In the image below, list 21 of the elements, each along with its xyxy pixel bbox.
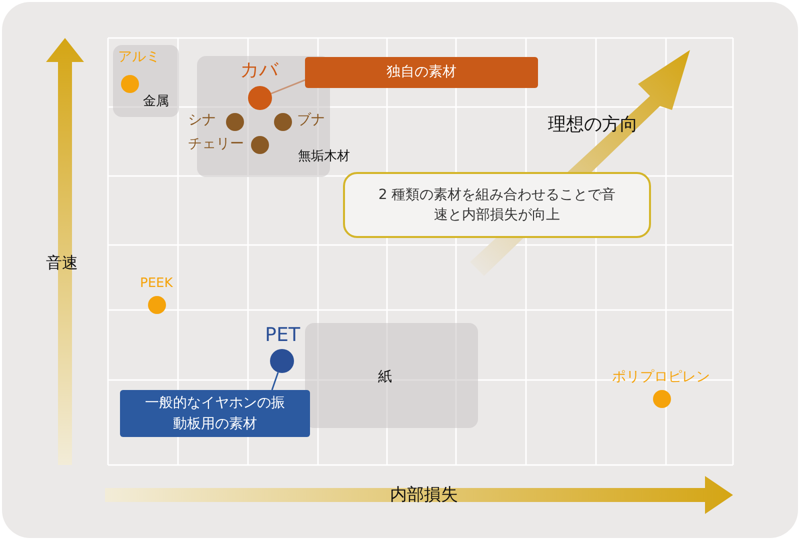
point-label: アルミ [118,50,160,66]
axis-label: 理想の方向 [548,113,638,136]
region-label: 金属 [143,93,169,110]
region-label: 無垢木材 [298,148,350,165]
point-label: シナ [188,113,216,128]
point-label: ブナ [297,113,325,128]
callout-box: 一般的なイヤホンの振動板用の素材 [120,390,310,437]
point-label: カバ [240,60,278,81]
point-label: PET [265,325,300,346]
leader-line [270,79,306,94]
leader-line [271,372,279,390]
axis-label: 内部損失 [390,484,458,506]
point-label: ポリプロピレン [612,370,710,386]
callout-box: 独自の素材 [305,57,538,88]
point-label: チェリー [188,137,244,152]
point-label: PEEK [140,277,173,292]
note-box: 2 種類の素材を組み合わせることで音速と内部損失が向上 [343,172,651,238]
region-box [305,323,478,428]
axis-label: 音速 [46,253,78,274]
region-box [113,45,179,117]
region-label: 紙 [378,368,392,386]
